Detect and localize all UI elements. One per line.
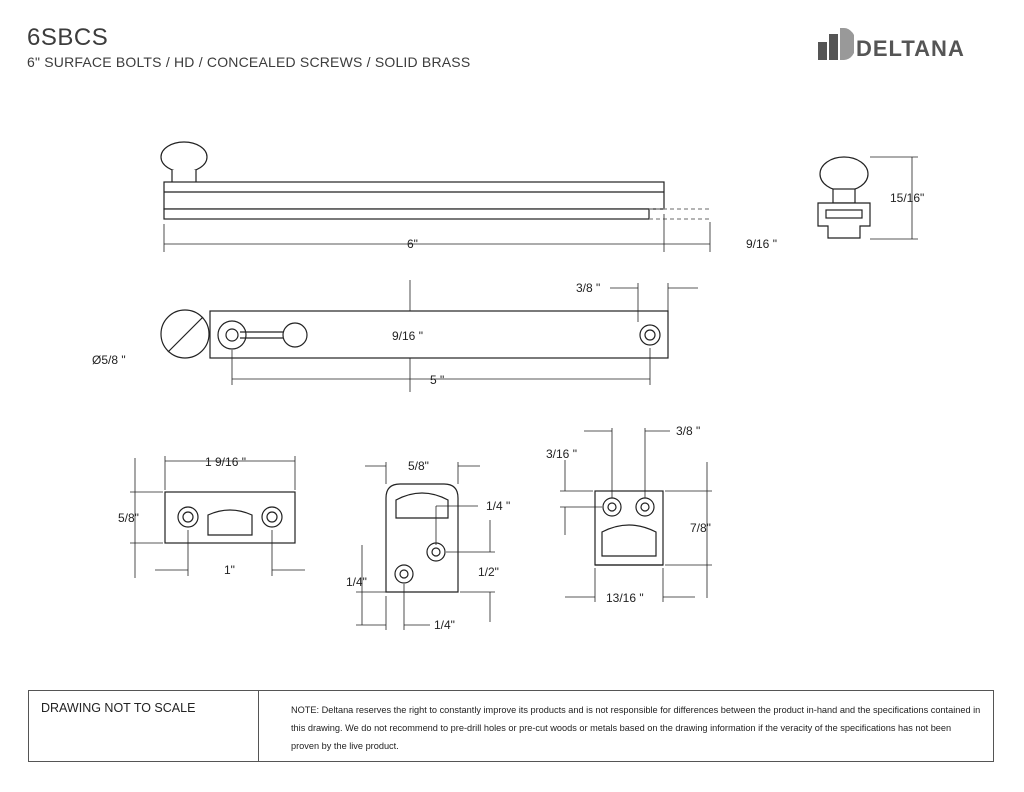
dim-strike3-a: 3/16 " — [546, 447, 577, 461]
dim-knob-diameter: Ø5/8 " — [92, 353, 126, 367]
brand-name: DELTANA — [856, 36, 965, 61]
model-number: 6SBCS — [27, 24, 109, 51]
end-view — [817, 156, 918, 240]
dim-strike2-b: 1/4" — [346, 575, 367, 589]
deltana-logo-icon — [818, 28, 856, 60]
dim-strike1-height: 5/8" — [118, 511, 139, 525]
dim-strike2-width: 5/8" — [408, 459, 429, 473]
dim-top-hole-edge: 3/8 " — [576, 281, 600, 295]
dim-strike1-holes: 1" — [224, 563, 235, 577]
top-view — [160, 280, 698, 392]
dim-strike3-width: 13/16 " — [606, 591, 644, 605]
dim-strike1-width: 1 9/16 " — [205, 455, 246, 469]
dim-top-height: 9/16 " — [392, 329, 423, 343]
scale-note: DRAWING NOT TO SCALE — [29, 691, 259, 761]
brand-logo: DELTANA — [818, 28, 998, 64]
dim-top-hole-spacing: 5 " — [430, 373, 444, 387]
dim-strike2-c: 1/2" — [478, 565, 499, 579]
strike-plate-1 — [130, 456, 305, 578]
strike-plate-2 — [356, 462, 495, 630]
dim-end-height: 15/16" — [890, 191, 924, 205]
dim-strike2-a: 1/4 " — [486, 499, 510, 513]
product-description: 6" SURFACE BOLTS / HD / CONCEALED SCREWS… — [27, 54, 471, 70]
dim-strike3-height: 7/8" — [690, 521, 711, 535]
side-view — [160, 141, 711, 252]
disclaimer-text: NOTE: Deltana reserves the right to cons… — [291, 705, 981, 751]
dim-side-length: 6" — [407, 237, 418, 251]
strike-plate-3 — [560, 428, 712, 602]
dim-side-throw: 9/16 " — [746, 237, 777, 251]
dim-strike2-d: 1/4" — [434, 618, 455, 632]
footer-notes: DRAWING NOT TO SCALE NOTE: Deltana reser… — [28, 690, 994, 762]
dim-strike3-b: 3/8 " — [676, 424, 700, 438]
